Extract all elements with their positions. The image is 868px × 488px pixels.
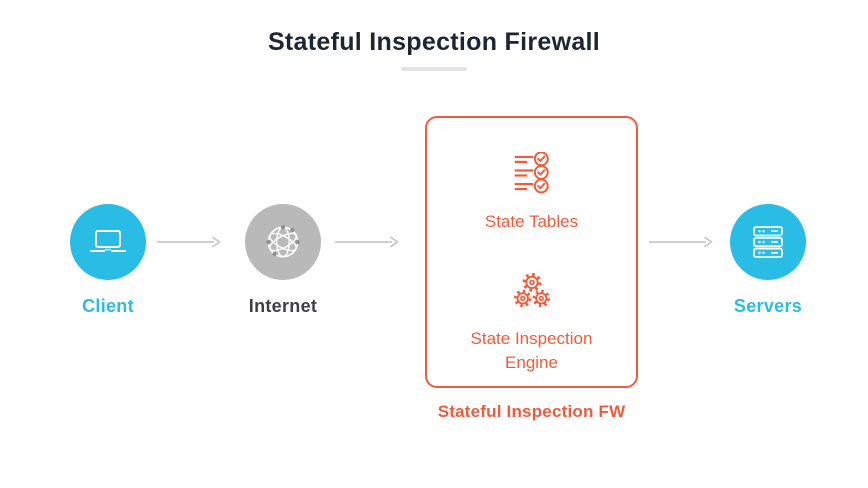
checklist-icon (514, 152, 549, 194)
page-title: Stateful Inspection Firewall (267, 28, 601, 56)
internet-label: Internet (248, 296, 318, 316)
title-divider (401, 67, 467, 71)
client-node: Client (53, 204, 163, 317)
servers-circle (730, 204, 806, 280)
internet-node: Internet (228, 204, 338, 317)
internet-circle (245, 204, 321, 280)
client-circle (70, 204, 146, 280)
arrow-internet-to-firewall (335, 236, 399, 248)
servers-label: Servers (733, 296, 803, 316)
client-label: Client (82, 296, 134, 316)
arrow-client-to-internet (157, 236, 221, 248)
globe-network-icon (266, 225, 300, 258)
state-tables-label: State Tables (484, 212, 579, 231)
servers-node: Servers (713, 204, 823, 317)
server-stack-icon (753, 226, 783, 259)
firewall-caption: Stateful Inspection FW (437, 402, 626, 421)
laptop-icon (90, 230, 126, 252)
firewall-box: State Tables State Inspection Engine (425, 116, 638, 388)
gears-icon (513, 272, 550, 307)
engine-label: State Inspection Engine (470, 328, 593, 373)
arrow-firewall-to-servers (649, 236, 713, 248)
